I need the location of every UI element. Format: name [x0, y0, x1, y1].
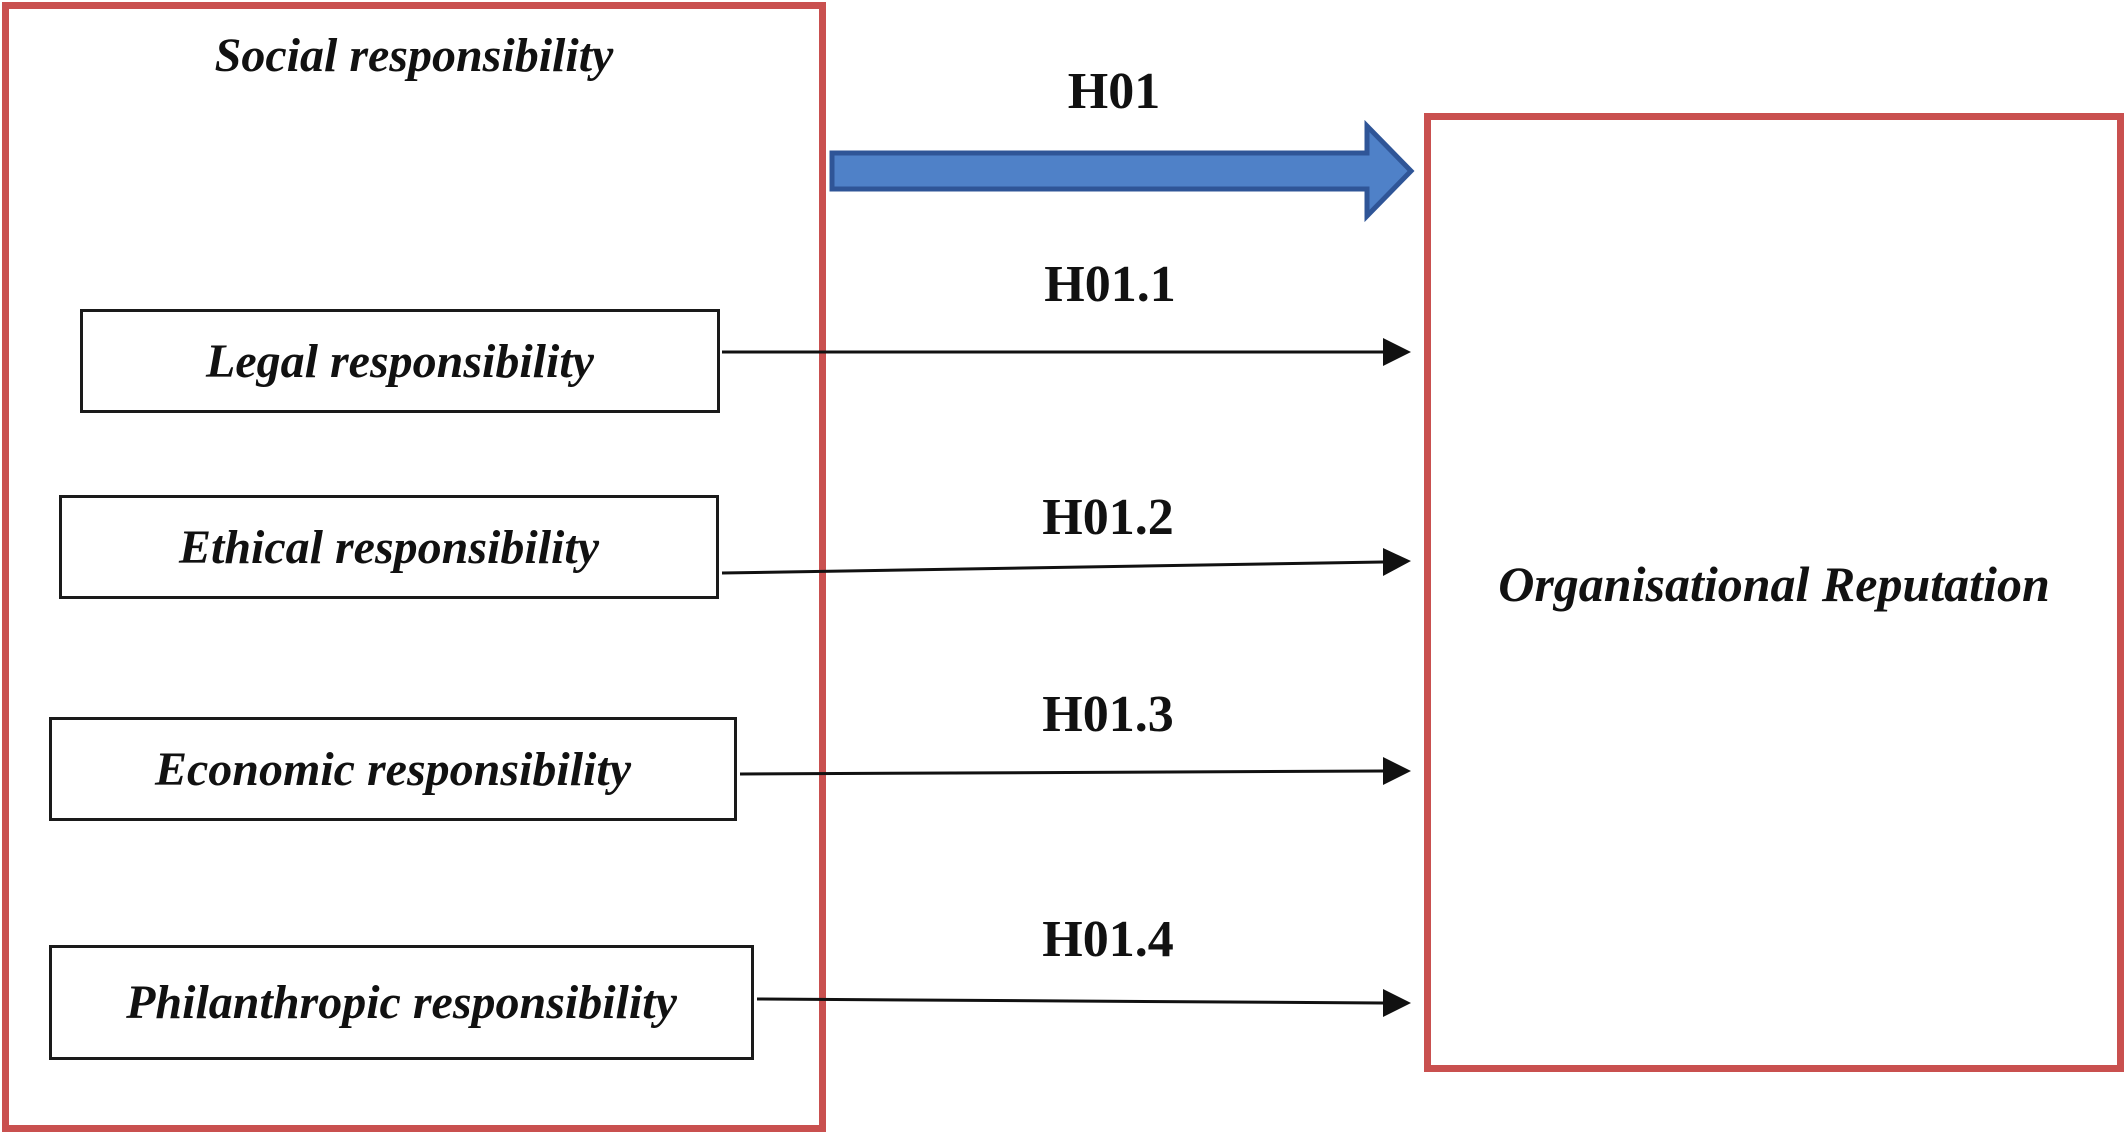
construct-economic: Economic responsibility — [49, 717, 737, 821]
arrow-philanthropic — [756, 997, 1384, 1005]
hypothesis-label-2: H01.2 — [1042, 489, 1174, 546]
sub-hypothesis-arrows — [721, 338, 1411, 1017]
arrowhead-philanthropic — [1383, 989, 1411, 1017]
social-responsibility-group — [2, 2, 826, 1132]
construct-ethical: Ethical responsibility — [59, 495, 719, 599]
arrow-economic — [739, 769, 1384, 776]
hypothesis-label-1: H01.1 — [1044, 256, 1176, 313]
construct-philanthropic: Philanthropic responsibility — [49, 945, 754, 1060]
group-title: Social responsibility — [214, 29, 614, 82]
arrowhead-ethical — [1383, 548, 1411, 576]
construct-legal: Legal responsibility — [80, 309, 720, 413]
outcome-title: Organisational Reputation — [1498, 556, 2050, 612]
hypothesis-main-label: H01 — [1067, 63, 1161, 120]
hypothesis-label-3: H01.3 — [1042, 686, 1174, 743]
hypothesis-label-4: H01.4 — [1042, 911, 1174, 968]
main-hypothesis-arrow — [829, 119, 1415, 223]
arrowhead-economic — [1383, 757, 1411, 785]
arrow-ethical — [721, 560, 1384, 575]
organisational-reputation-box — [1424, 113, 2124, 1072]
arrowhead-legal — [1383, 338, 1411, 366]
